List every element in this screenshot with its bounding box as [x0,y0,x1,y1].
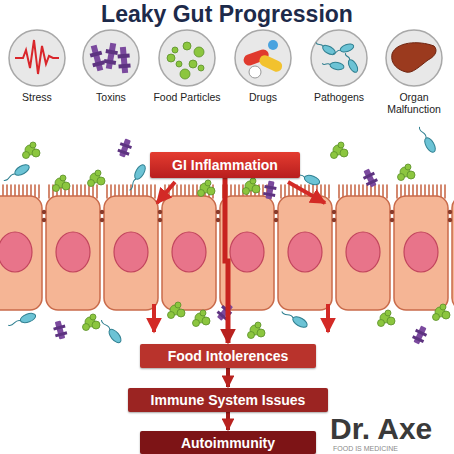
bacterium [7,312,37,329]
cause-circle: Food Particles [150,28,224,103]
epithelial-cell [0,185,42,310]
icon-circle [81,28,141,88]
bacterium [98,317,123,344]
progression-box: Food Intolerences [140,344,316,368]
cause-icon [386,30,442,86]
progression-arrow [225,178,228,343]
cause-label: Organ Malfunction [377,91,451,115]
cause-circle: Organ Malfunction [377,28,451,115]
food-particle [168,302,186,319]
cause-label: Toxins [74,91,148,103]
toxin-particle [52,320,68,340]
cause-label: Pathogens [302,91,376,103]
food-particle [331,142,349,159]
box-label: Autoimmunity [181,435,275,451]
toxin-particle [361,167,379,188]
food-particle [398,164,416,181]
epithelial-cell [390,185,448,310]
food-particle [248,322,266,339]
food-particle [433,304,451,321]
diagram-title: Leaky Gut Progression [0,1,454,28]
progression-box: GI Inflammation [150,152,300,178]
progression-box: Autoimmunity [140,431,316,454]
food-particle [88,170,106,187]
leak-arrows [154,182,328,332]
box-label: Food Intolerences [168,348,289,364]
epithelial-cell [100,185,158,310]
icon-circle [157,28,217,88]
food-particle [83,314,101,331]
toxin-particle [215,301,236,323]
toxin-particle [263,180,278,200]
progression-arrow [226,412,230,430]
food-particle [198,180,216,197]
icon-circle [233,28,293,88]
progression-box: Immune System Issues [128,388,328,412]
cause-icon [311,30,367,86]
bacterium [126,163,147,192]
epithelial-cell [332,185,390,310]
food-particle [243,178,261,195]
icon-circle [309,28,369,88]
food-particle [23,142,41,159]
cause-circle: Stress [0,28,74,103]
brand-tagline: FOOD IS MEDICINE [333,445,398,452]
icon-circle [384,28,444,88]
epithelial-cell [42,185,100,310]
bacterium [416,125,437,154]
cause-circle: Toxins [74,28,148,103]
bacterium [2,163,31,184]
cause-icon [235,30,291,86]
cause-icon [159,30,215,86]
food-particle [53,175,71,192]
box-label: Immune System Issues [151,392,306,408]
cause-icon [83,30,139,86]
box-label: GI Inflammation [172,157,278,173]
cause-circle: Pathogens [302,28,376,103]
epithelial-cell [158,185,216,310]
food-particle [378,310,396,327]
progression-arrow [226,368,230,387]
toxin-particle [116,137,133,158]
icon-circle [7,28,67,88]
cause-label: Stress [0,91,74,103]
cause-circle: Drugs [226,28,300,103]
toxin-particle [411,324,429,345]
cause-icon [9,30,65,86]
brand-logo: Dr. Axe [330,413,432,445]
cause-label: Drugs [226,91,300,103]
cause-label: Food Particles [150,91,224,103]
epithelial-cell [448,185,454,310]
bacterium [280,308,309,329]
food-particle [193,310,211,327]
